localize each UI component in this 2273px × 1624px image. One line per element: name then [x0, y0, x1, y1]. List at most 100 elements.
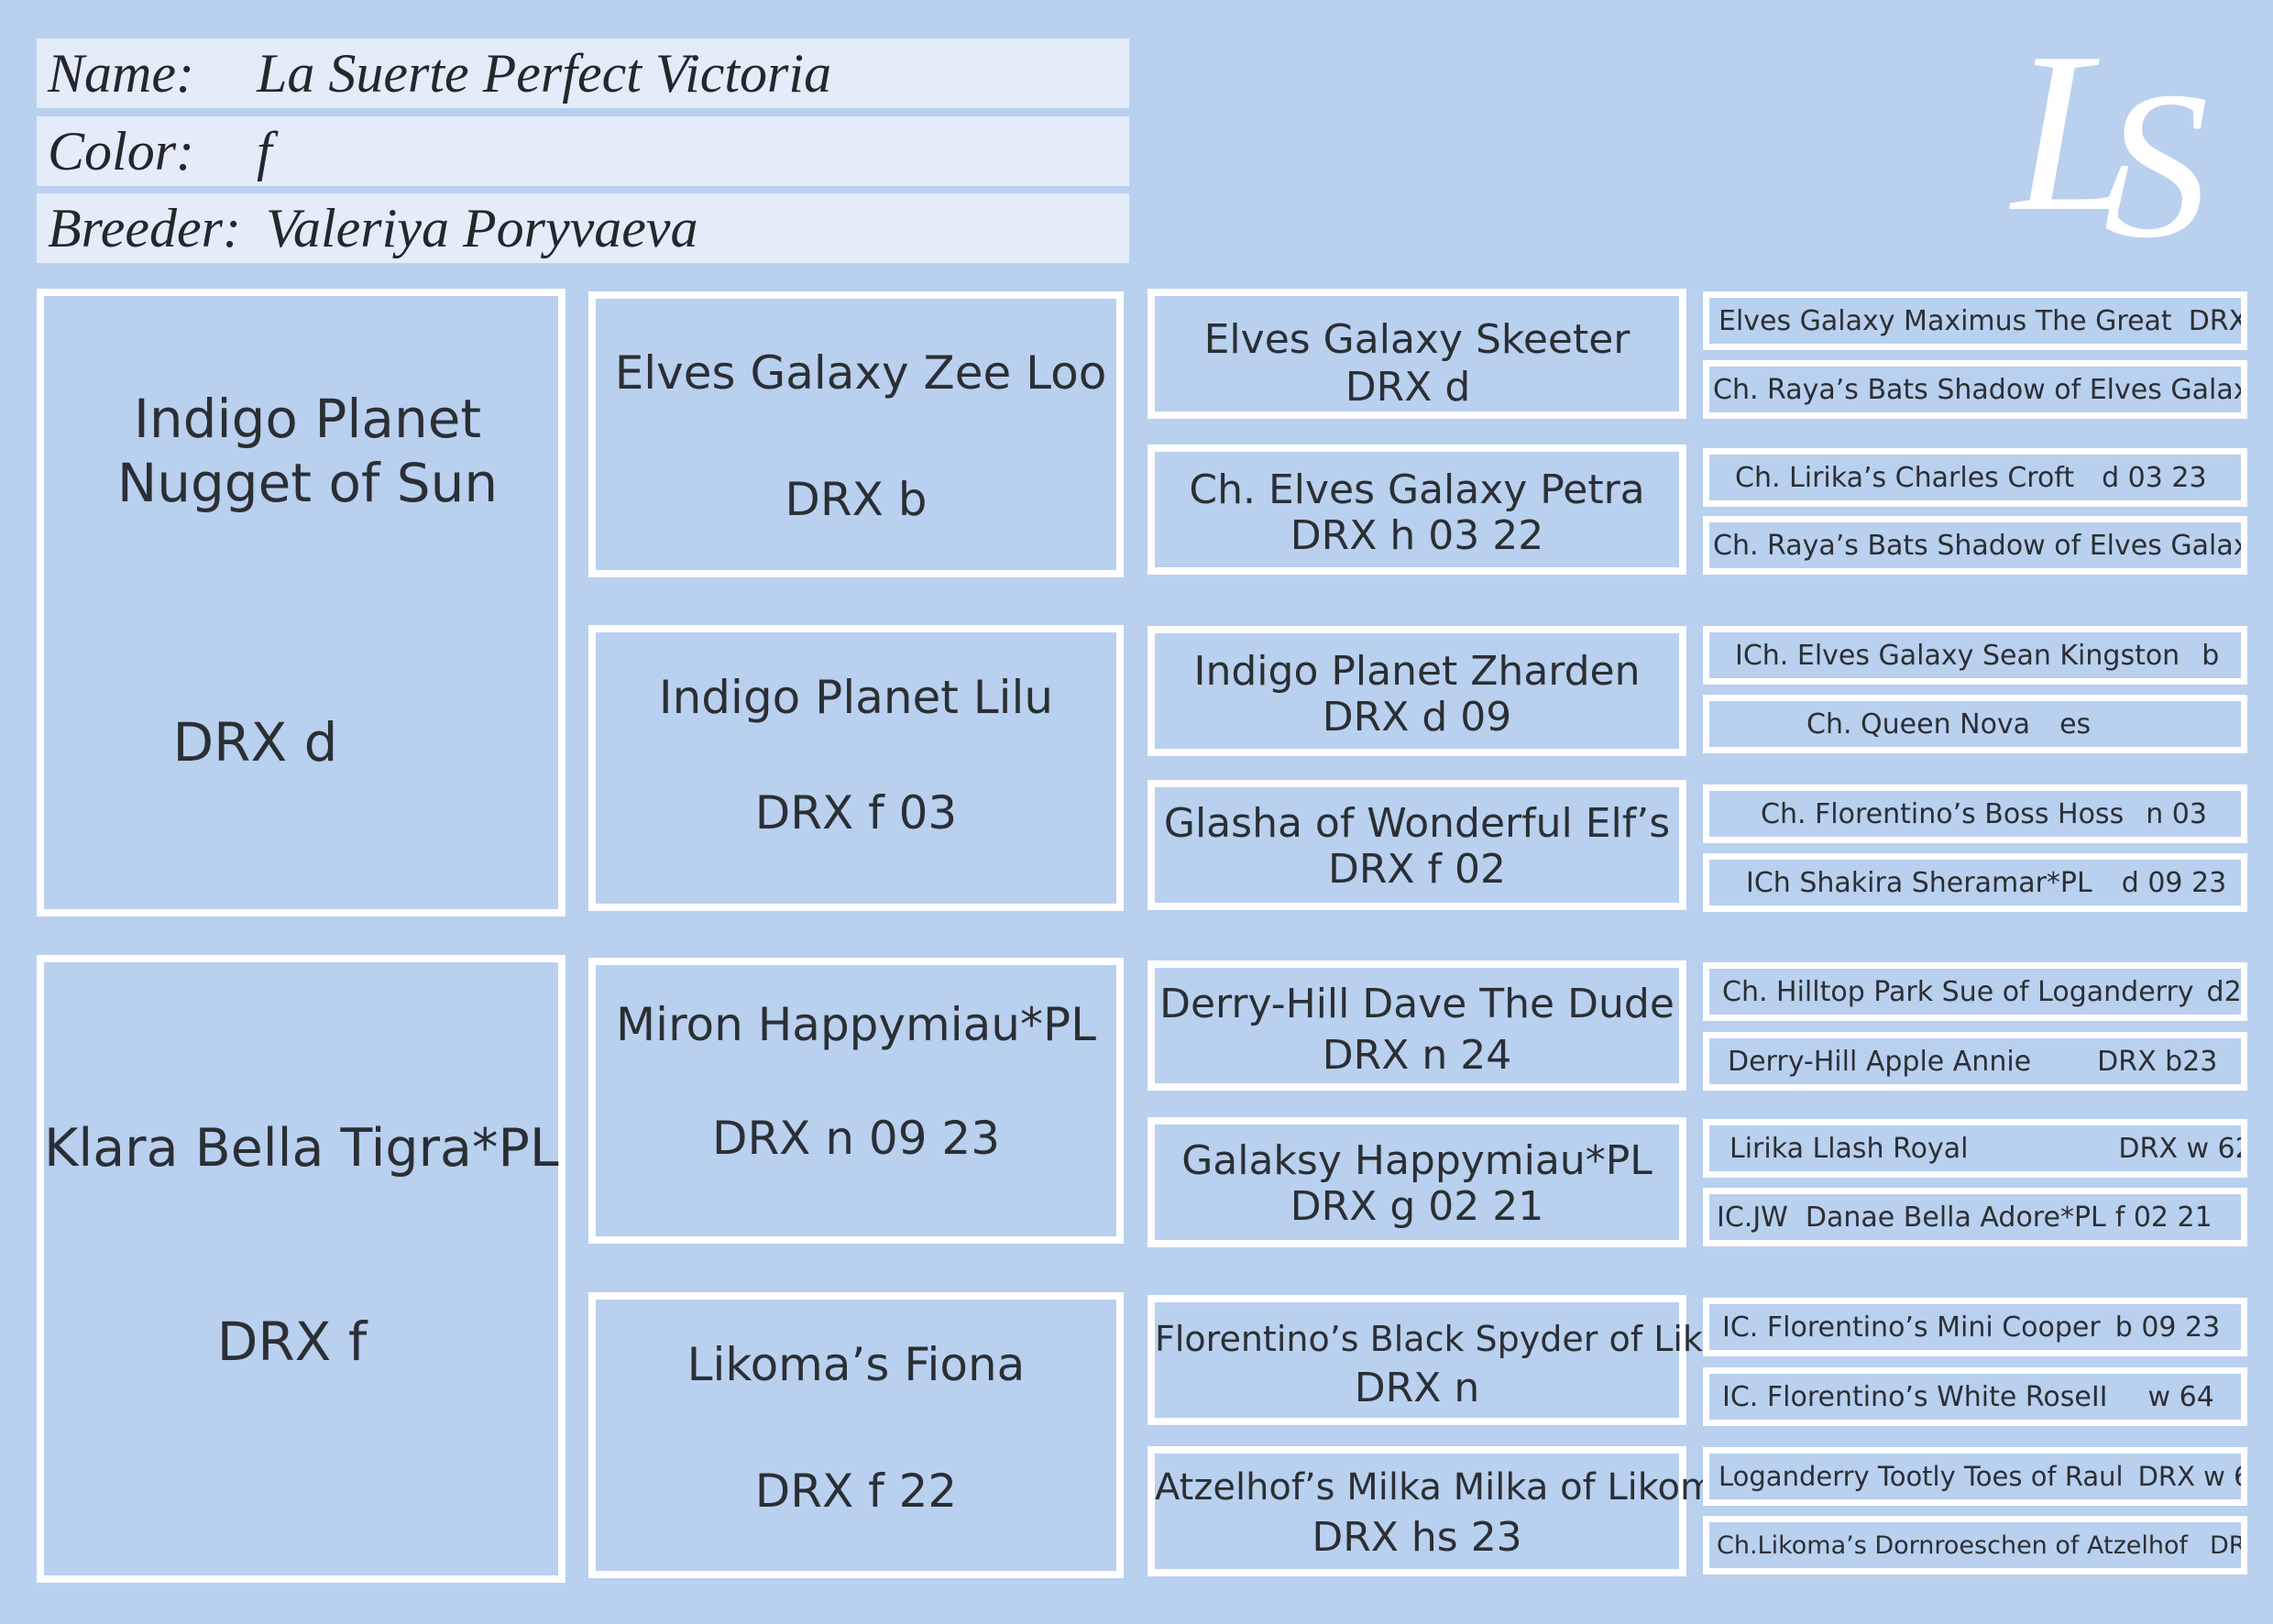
- dam-ems: DRX f: [216, 1311, 368, 1373]
- ggg-box: Derry-Hill Apple Annie DRX b23: [1703, 1032, 2247, 1091]
- ggg-box: Lirika Llash Royal DRX w 62: [1703, 1119, 2247, 1178]
- grandparent-ems: DRX b: [785, 473, 928, 526]
- ggg-name: Ch. Queen Nova: [1806, 708, 2031, 741]
- grandparent-box: Elves Galaxy Zee Loo DRX b: [588, 291, 1124, 577]
- ggg-name: Ch. Lirika’s Charles Croft: [1735, 461, 2075, 494]
- ggg-ems: f 02 21: [2114, 1201, 2213, 1234]
- ggg-ems: DRX b: [2188, 304, 2247, 337]
- great-grandparent-box: Galaksy Happymiau*PL DRX g 02 21: [1147, 1117, 1686, 1247]
- grandparent-name: Elves Galaxy Zee Loo: [614, 346, 1107, 400]
- great-grandparent-ems: DRX h 03 22: [1290, 512, 1544, 559]
- ggg-ems: DRX w 62: [2118, 1132, 2247, 1165]
- grandparent-box: Miron Happymiau*PL DRX n 09 23: [588, 958, 1124, 1244]
- ggg-name: Loganderry Tootly Toes of Raul: [1718, 1461, 2124, 1492]
- ggg-name: Ch. Raya’s Bats Shadow of Elves Galaxy: [1713, 529, 2247, 562]
- ggg-name: IC. Florentino’s White RoseII: [1722, 1380, 2108, 1413]
- logo-letter-l: L: [2012, 5, 2140, 259]
- grandparent-name: Likoma’s Fiona: [686, 1338, 1026, 1391]
- grandparent-box: Likoma’s Fiona DRX f 22: [588, 1292, 1124, 1578]
- great-grandparent-name: Glasha of Wonderful Elf’s: [1163, 800, 1671, 847]
- logo-letter-s: S: [2103, 48, 2209, 281]
- great-grandparent-box: Indigo Planet Zharden DRX d 09: [1147, 626, 1686, 756]
- great-grandparent-name: Ch. Elves Galaxy Petra: [1189, 466, 1645, 513]
- color-label: Color:: [48, 120, 195, 181]
- ggg-name: Ch. Hilltop Park Sue of Loganderry: [1722, 975, 2194, 1008]
- great-grandparent-box: Elves Galaxy Skeeter DRX d: [1147, 289, 1686, 419]
- ggg-name: IC. Florentino’s Mini Cooper: [1722, 1311, 2101, 1344]
- sire-name-line1: Indigo Planet: [133, 388, 482, 450]
- breeder-value: Valeriya Poryvaeva: [266, 197, 698, 258]
- great-grandparent-ems: DRX hs 23: [1312, 1514, 1522, 1561]
- ggg-box: Ch. Lirika’s Charles Croft d 03 23: [1703, 448, 2247, 507]
- ggg-name: Ch. Raya’s Bats Shadow of Elves Galaxy: [1713, 373, 2247, 406]
- ggg-name: ICh. Elves Galaxy Sean Kingston: [1735, 639, 2180, 672]
- great-grandparent-box: Derry-Hill Dave The Dude DRX n 24: [1147, 960, 1686, 1091]
- name-value: La Suerte Perfect Victoria: [257, 42, 832, 104]
- ggg-box: ICh. Elves Galaxy Sean Kingston b: [1703, 626, 2247, 685]
- ggg-box: IC. Florentino’s Mini Cooper b 09 23: [1703, 1298, 2247, 1356]
- name-row: Name: La Suerte Perfect Victoria: [37, 38, 1129, 108]
- grandparent-box: Indigo Planet Lilu DRX f 03: [588, 625, 1124, 911]
- great-grandparent-name: Florentino’s Black Spyder of Likoma: [1155, 1319, 1779, 1359]
- ggg-ems: d 03 23: [2102, 461, 2207, 494]
- ggg-ems: b 09 23: [2114, 1311, 2221, 1344]
- dam-name: Klara Bella Tigra*PL: [44, 1118, 559, 1179]
- ggg-name: Elves Galaxy Maximus The Great: [1718, 304, 2172, 337]
- ggg-name: Ch. Florentino’s Boss Hoss: [1761, 797, 2125, 830]
- ggg-ems: n 03: [2146, 797, 2207, 830]
- great-grandparent-name: Elves Galaxy Skeeter: [1203, 316, 1631, 363]
- ggg-ems: DRX b23: [2097, 1045, 2218, 1078]
- color-value: f: [257, 120, 272, 181]
- ggg-name: Derry-Hill Apple Annie: [1728, 1045, 2032, 1078]
- great-grandparent-box: Ch. Elves Galaxy Petra DRX h 03 22: [1147, 444, 1686, 575]
- dam-box: Klara Bella Tigra*PL DRX f: [37, 955, 566, 1583]
- ggg-box: IC.JW Danae Bella Adore*PL f 02 21: [1703, 1188, 2247, 1246]
- ggg-ems: w 64: [2147, 1380, 2214, 1413]
- grandparent-ems: DRX n 09 23: [711, 1112, 1001, 1165]
- ggg-box: Loganderry Tootly Toes of Raul DRX w 62: [1703, 1447, 2247, 1506]
- ggg-ems: b: [2202, 639, 2220, 672]
- ggg-box: Ch.Likoma’s Dornroeschen of Atzelhof DRX…: [1703, 1516, 2247, 1575]
- grandparent-ems: DRX f 22: [754, 1465, 958, 1518]
- great-grandparent-ems: DRX n 24: [1322, 1032, 1512, 1079]
- name-label: Name:: [48, 42, 194, 104]
- grandparent-name: Miron Happymiau*PL: [616, 998, 1096, 1051]
- grandparent-ems: DRX f 03: [754, 786, 958, 839]
- great-grandparent-name: Indigo Planet Zharden: [1193, 648, 1641, 695]
- grandparent-name: Indigo Planet Lilu: [658, 671, 1054, 724]
- sire-box: Indigo Planet Nugget of Sun DRX d: [37, 289, 566, 916]
- ggg-box: Elves Galaxy Maximus The Great DRX b: [1703, 291, 2247, 350]
- ggg-box: ICh Shakira Sheramar*PL d 09 23: [1703, 853, 2247, 912]
- ggg-box: Ch. Raya’s Bats Shadow of Elves Galaxy h: [1703, 516, 2247, 575]
- ggg-name: Ch.Likoma’s Dornroeschen of Atzelhof: [1717, 1531, 2188, 1560]
- ggg-box: Ch. Florentino’s Boss Hoss n 03: [1703, 785, 2247, 843]
- great-grandparent-ems: DRX g 02 21: [1290, 1183, 1544, 1230]
- great-grandparent-name: Galaksy Happymiau*PL: [1181, 1137, 1653, 1184]
- great-grandparent-box: Florentino’s Black Spyder of Likoma DRX …: [1147, 1295, 1779, 1425]
- breeder-label: Breeder:: [48, 197, 241, 258]
- ggg-ems: DRX h: [2210, 1531, 2246, 1560]
- ggg-box: Ch. Raya’s Bats Shadow of Elves Galaxy h: [1703, 360, 2247, 419]
- ggg-box: Ch. Queen Nova es: [1703, 695, 2247, 753]
- great-grandparent-name: Atzelhof’s Milka Milka of Likoma: [1155, 1466, 1739, 1509]
- ggg-box: IC. Florentino’s White RoseII w 64: [1703, 1367, 2247, 1426]
- great-grandparent-box: Atzelhof’s Milka Milka of Likoma DRX hs …: [1147, 1446, 1739, 1576]
- ggg-name: Lirika Llash Royal: [1729, 1132, 1969, 1165]
- great-grandparent-name: Derry-Hill Dave The Dude: [1159, 981, 1675, 1027]
- ggg-name: ICh Shakira Sheramar*PL: [1746, 866, 2092, 899]
- great-grandparent-ems: DRX n: [1354, 1365, 1480, 1411]
- ggg-box: Ch. Hilltop Park Sue of Loganderry d23: [1703, 962, 2247, 1021]
- ggg-ems: d23: [2206, 975, 2242, 1008]
- ggg-ems: es: [2059, 708, 2092, 741]
- great-grandparent-ems: DRX d: [1345, 364, 1471, 411]
- ggg-ems: DRX w 62: [2137, 1461, 2241, 1492]
- great-grandparent-ems: DRX f 02: [1327, 846, 1507, 893]
- sire-ems: DRX d: [172, 711, 338, 774]
- ls-logo: L S: [1993, 9, 2250, 284]
- sire-name-line2: Nugget of Sun: [116, 452, 499, 514]
- great-grandparent-ems: DRX d 09: [1322, 694, 1512, 741]
- breeder-row: Breeder: Valeriya Poryvaeva: [37, 193, 1129, 263]
- ggg-ems: d 09 23: [2121, 866, 2227, 899]
- great-grandparent-box: Glasha of Wonderful Elf’s DRX f 02: [1147, 780, 1686, 910]
- ggg-name: IC.JW Danae Bella Adore*PL: [1717, 1201, 2106, 1234]
